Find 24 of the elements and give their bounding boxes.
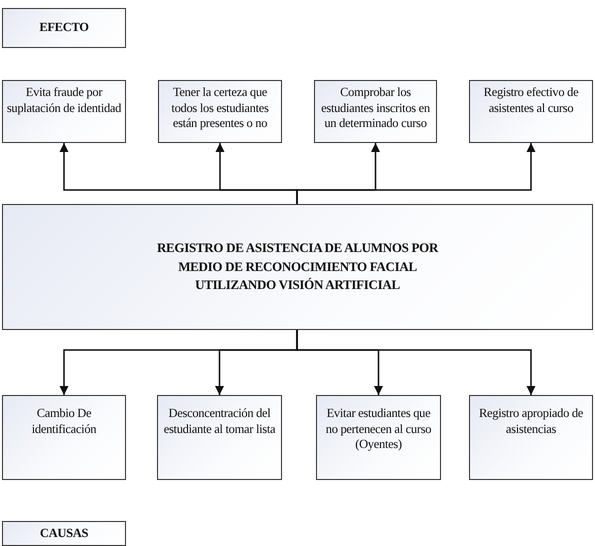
box-text: REGISTRO DE ASISTENCIA DE ALUMNOS POR MEDIO DE RECONOCIMIENTO FACIAL UTILIZANDO VISIÓN ARTIFICIAL [156,238,440,294]
arrow [296,143,536,204]
section-heading-box [2,521,126,546]
arrow [296,330,536,395]
cause-box [2,395,126,480]
cause-box [316,395,441,480]
box-text: Evita fraude por suplatación de identidad [6,85,122,116]
section-heading-box [2,8,126,48]
box-text: Evitar estudiantes que no pertenecen al curso (Oyentes) [324,406,432,453]
box-text: Tener la certeza que todos los estudiantes están presentes o no [170,85,270,132]
effect-box [2,80,126,143]
effect-box [314,80,437,143]
effect-box [158,80,282,143]
cause-box [469,395,593,480]
effect-box [469,80,593,143]
box-text: EFECTO [39,20,89,36]
box-text: Registro apropiado de asistencias [478,406,584,438]
central-problem-box [2,204,593,330]
box-text: Comprobar los estudiantes inscritos en un determinado curso [320,85,431,132]
box-text: CAUSAS [40,526,88,542]
box-text: Desconcentración del estudiante al tomar lista [162,406,276,438]
box-text: Cambio De identificación [30,406,98,438]
cause-box [157,395,282,480]
box-text: Registro efectivo de asistentes al curso [482,85,580,116]
